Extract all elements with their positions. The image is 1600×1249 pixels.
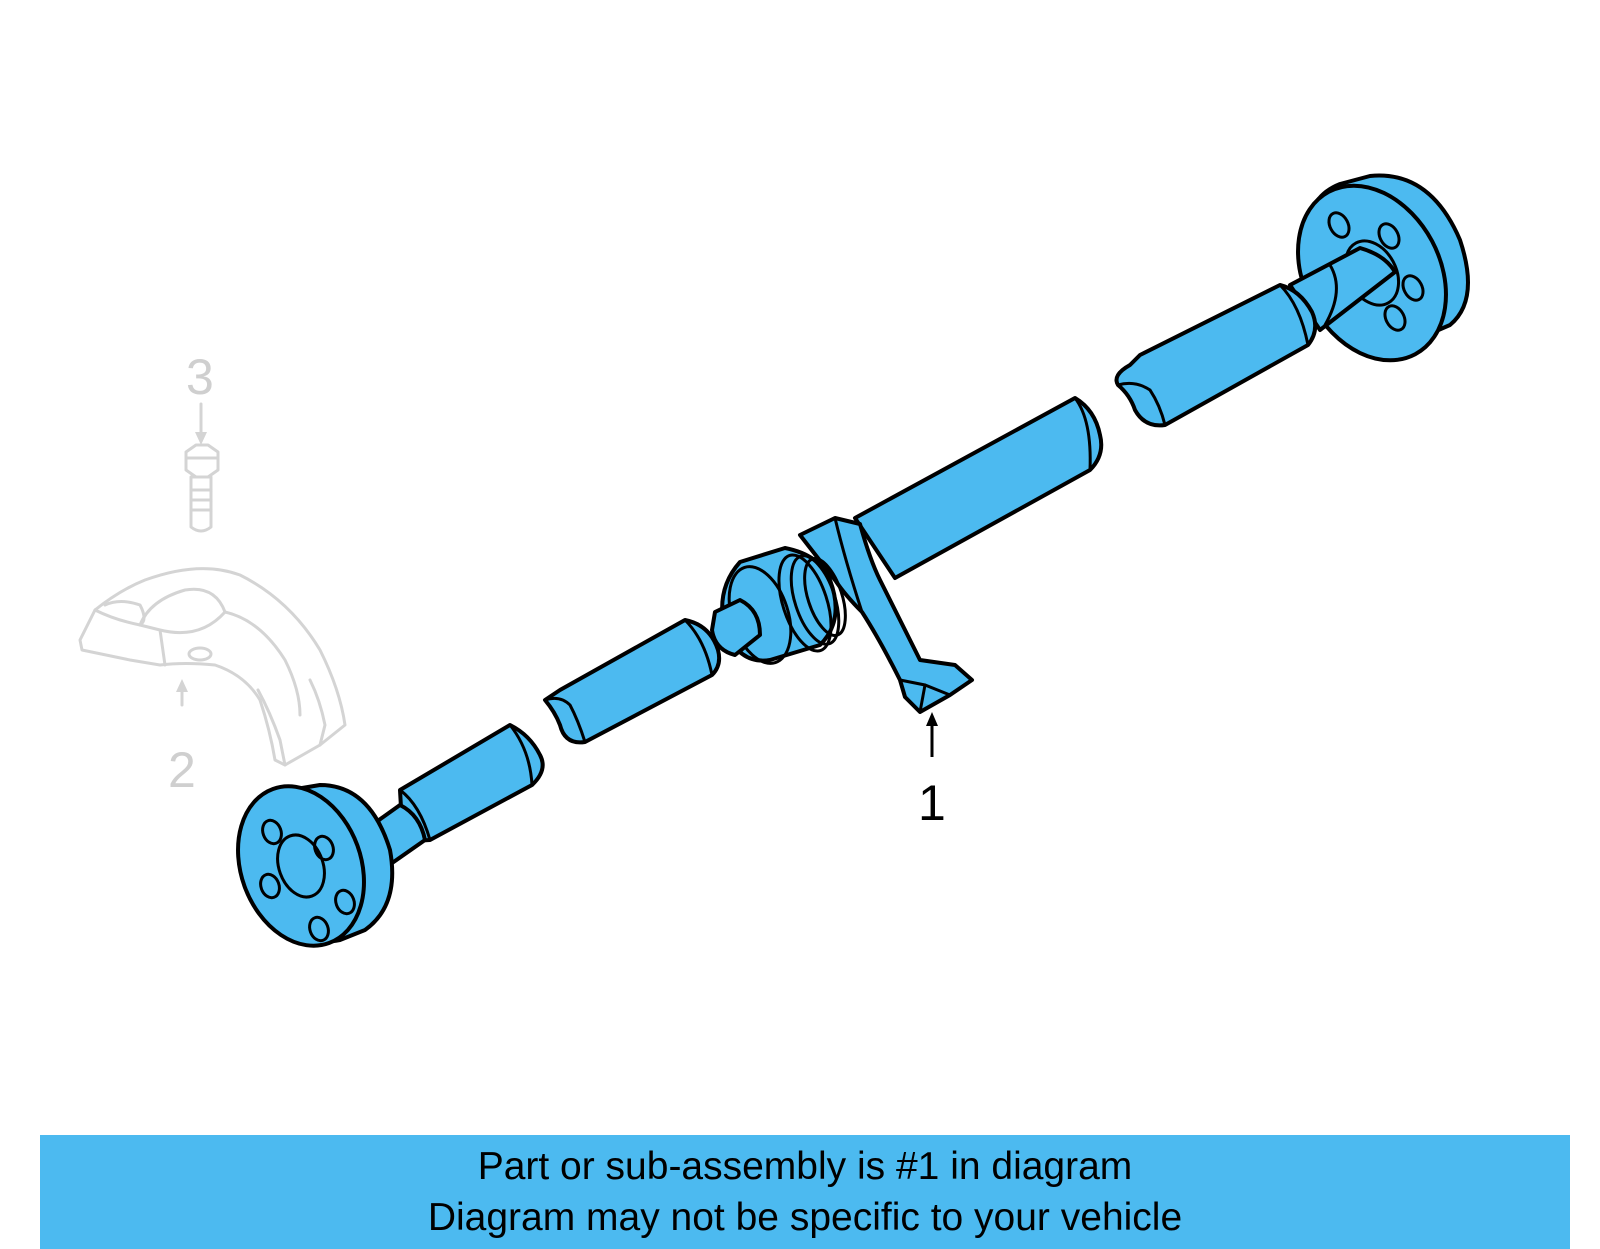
callout-arrow-3 [195,402,207,445]
banner-line-part: Part or sub-assembly is #1 in diagram [477,1145,1133,1188]
banner-line-disclaimer: Diagram may not be specific to your vehi… [427,1196,1183,1239]
info-banner: Part or sub-assembly is #1 in diagram Di… [40,1135,1570,1249]
callout-1[interactable]: 1 [918,775,946,831]
center-bearing-hanger [798,516,974,714]
front-flange [236,783,395,948]
callout-arrow-2 [176,679,188,707]
callout-arrow-1 [926,712,938,757]
drive-shaft-part-1[interactable] [217,160,1476,964]
bracket-part-2[interactable] [78,567,347,767]
center-bearing-boot [710,546,847,665]
callout-2[interactable]: 2 [168,742,196,798]
bolt-part-3[interactable] [184,443,220,533]
callout-3[interactable]: 3 [186,349,214,405]
parts-diagram: 3 2 [78,160,1476,964]
